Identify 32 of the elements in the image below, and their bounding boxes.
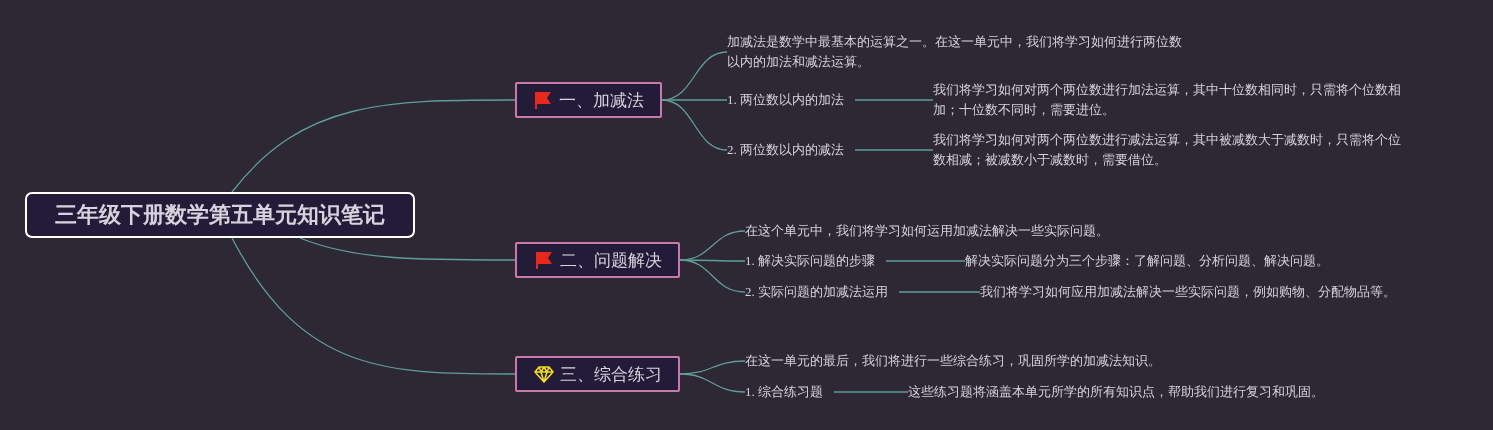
topic-label: 二、问题解决 [559,248,662,272]
connector-line [679,259,746,293]
connector-line [854,149,934,151]
topic-label: 一、加减法 [559,88,644,112]
connector-line [231,237,516,375]
topic-box [515,242,680,278]
connector-line [833,391,909,393]
topic-box [515,82,662,118]
connector-line [854,99,934,101]
note-text: 在这一单元的最后，我们将进行一些综合练习，巩固所学的加减法知识。 [745,351,1161,371]
note-text: 我们将学习如何对两个两位数进行加法运算，其中十位数相同时，只需将个位数相加；十位数不同时，需要进位。 [933,80,1405,120]
connector-line [661,99,728,151]
note-text: 我们将学习如何对两个两位数进行减法运算，其中被减数大于减数时，只需将个位数相减；被减数小于减数时，需要借位。 [933,130,1405,170]
subtopic-label: 2. 实际问题的加减法运用 [745,282,899,302]
note-text: 我们将学习如何应用加减法解决一些实际问题，例如购物、分配物品等。 [980,282,1396,302]
topic-label: 三、综合练习 [559,362,662,386]
connector-line [898,291,981,293]
connector-line [679,373,746,393]
note-text: 解决实际问题分为三个步骤：了解问题、分析问题、解决问题。 [965,251,1329,271]
subtopic-label: 1. 综合练习题 [745,382,834,402]
subtopic-label: 1. 解决实际问题的步骤 [745,251,886,271]
connector-line [299,237,516,261]
connector-line [661,99,728,101]
note-text: 这些练习题将涵盖本单元所学的所有知识点，帮助我们进行复习和巩固。 [908,382,1324,402]
note-text: 加减法是数学中最基本的运算之一。在这一单元中，我们将学习如何进行两位数以内的加法和减法运算。 [727,32,1185,72]
note-text: 在这个单元中，我们将学习如何运用加减法解决一些实际问题。 [745,221,1109,241]
connector-line [231,99,516,193]
subtopic-label: 1. 两位数以内的加法 [727,90,855,110]
central-topic-box: 三年级下册数学第五单元知识笔记 [25,192,415,238]
topic-box [515,356,680,392]
subtopic-label: 2. 两位数以内的减法 [727,140,855,160]
connector-line [885,260,966,262]
